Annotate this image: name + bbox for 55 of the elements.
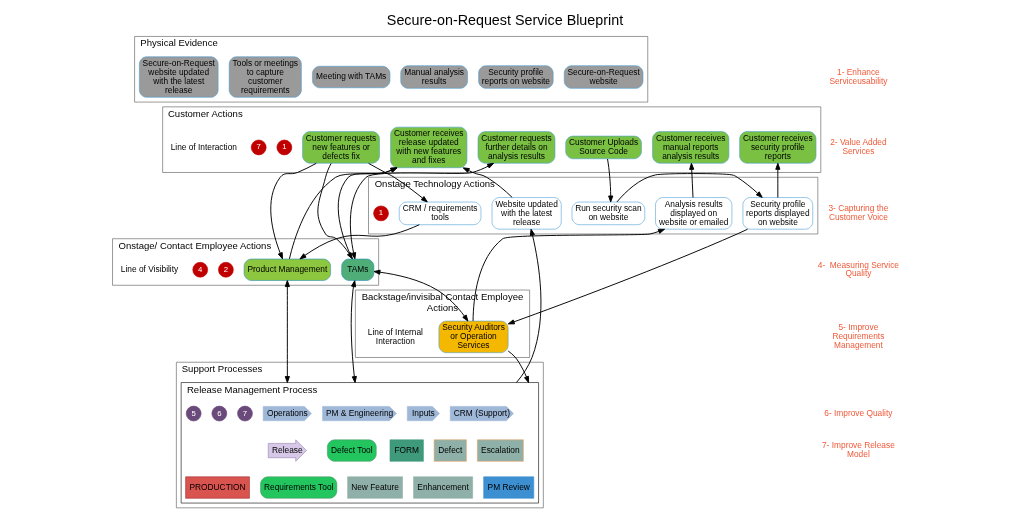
node-box: FORM bbox=[389, 439, 424, 462]
label: 2- Value Added Services bbox=[830, 136, 887, 156]
node-box: Customer requests new features or defects fix bbox=[302, 130, 380, 164]
node-box: Customer receives release updated with new features and fixes bbox=[390, 126, 468, 168]
arrow bbox=[775, 162, 781, 198]
arrow bbox=[616, 172, 763, 202]
node-box: Meeting with TAMs bbox=[312, 65, 391, 88]
label: 6- Improve Quality bbox=[824, 407, 893, 418]
node-box: Customer receives manual reports analysis results bbox=[652, 130, 730, 164]
node-box: Security profile reports displayed on website bbox=[742, 196, 814, 229]
node-box: Secure-on-Request website updated with the latest release bbox=[139, 55, 219, 98]
node-box: Run security scan on website bbox=[571, 201, 646, 225]
node-box: Tools or meetings to capture customer requirements bbox=[228, 55, 302, 98]
arrow bbox=[507, 228, 749, 324]
node-box: Customer Uploads Source Code bbox=[565, 135, 642, 159]
node-box: Requirements Tool bbox=[260, 476, 338, 499]
node-box: Escalation bbox=[477, 439, 524, 462]
label: 3- Capturing the Customer Voice bbox=[828, 202, 889, 222]
label: 1- Enhance Serviceusability bbox=[829, 66, 888, 86]
arrow bbox=[507, 350, 530, 383]
arrow bbox=[349, 162, 494, 259]
node-box: PRODUCTION bbox=[185, 476, 250, 499]
arrow bbox=[689, 162, 695, 198]
node-box: Security profile reports on website bbox=[478, 64, 554, 89]
node-box: PM Review bbox=[483, 476, 535, 499]
node-box: CRM / requirements tools bbox=[398, 201, 482, 225]
arrow bbox=[350, 279, 357, 383]
node-box: Defect bbox=[433, 439, 467, 462]
arrow bbox=[270, 162, 317, 259]
node-box: TAMs bbox=[341, 258, 375, 281]
node-box: Analysis results displayed on website or emailed bbox=[655, 196, 733, 229]
node-box: Defect Tool bbox=[327, 439, 377, 462]
arrow bbox=[462, 166, 513, 198]
arrow bbox=[368, 162, 428, 202]
label: Line of Visibility bbox=[120, 263, 179, 274]
label: 4- Measuring Service Quality bbox=[817, 258, 899, 278]
arrow bbox=[373, 269, 469, 322]
node-box: Customer requests further details on analysis results bbox=[477, 130, 556, 164]
node-box: Product Management bbox=[243, 258, 331, 281]
label: Line of Interaction bbox=[170, 141, 237, 152]
node-box: Manual analysis results bbox=[400, 64, 468, 89]
label: Line of Internal Interaction bbox=[367, 326, 423, 346]
node-box: Enhancement bbox=[413, 476, 473, 499]
arrow bbox=[515, 228, 542, 383]
label: 5- Improve Requirements Management bbox=[832, 321, 885, 350]
node-box: Secure-on-Request website bbox=[563, 64, 644, 89]
node-box: Website updated with the latest release bbox=[491, 196, 562, 229]
node-box: Customer receives security profile reports bbox=[739, 130, 817, 164]
diagram-title: Secure-on-Request Service Blueprint bbox=[386, 11, 624, 28]
arrow bbox=[472, 228, 665, 321]
arrow bbox=[607, 158, 614, 202]
arrow bbox=[284, 279, 290, 383]
label: 7- Improve Release Model bbox=[821, 439, 895, 459]
node-box: New Feature bbox=[347, 476, 403, 499]
node-box: Security Auditors or Operation Services bbox=[438, 320, 509, 353]
